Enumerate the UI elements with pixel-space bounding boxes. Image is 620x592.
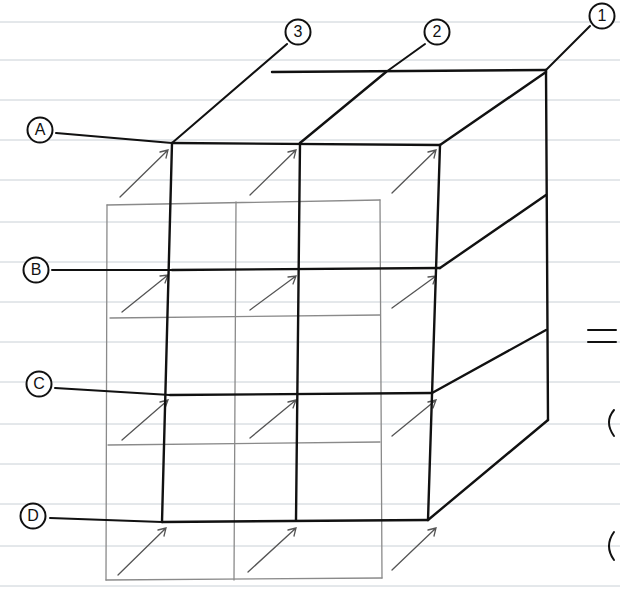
ruled-lines bbox=[0, 22, 620, 586]
leader-lines bbox=[50, 26, 590, 522]
circle-shape bbox=[425, 20, 450, 45]
circle-shape bbox=[24, 258, 49, 283]
callout-label: 2 bbox=[433, 24, 442, 40]
circle-shape bbox=[27, 372, 52, 397]
circle-shape bbox=[21, 504, 46, 529]
front-grid bbox=[162, 143, 440, 522]
callout-circle: 3 bbox=[284, 18, 312, 46]
callout-label: A bbox=[35, 122, 46, 138]
callout-circle: C bbox=[25, 370, 53, 398]
callout-label: D bbox=[27, 508, 39, 524]
circle-shape bbox=[28, 118, 53, 143]
callout-label: 3 bbox=[294, 24, 303, 40]
callout-circle: B bbox=[22, 256, 50, 284]
callout-circle: A bbox=[26, 116, 54, 144]
callout-circle: D bbox=[19, 502, 47, 530]
callout-label: 1 bbox=[598, 8, 607, 24]
ghost-face bbox=[106, 200, 382, 580]
callout-label: C bbox=[33, 376, 45, 392]
top-and-side-faces bbox=[272, 70, 548, 520]
callout-circle: 2 bbox=[423, 18, 451, 46]
callout-label: B bbox=[31, 262, 42, 278]
callout-circle: 1 bbox=[588, 2, 616, 30]
circle-shape bbox=[286, 20, 311, 45]
circle-shape bbox=[590, 4, 615, 29]
edge-marks bbox=[588, 330, 616, 560]
